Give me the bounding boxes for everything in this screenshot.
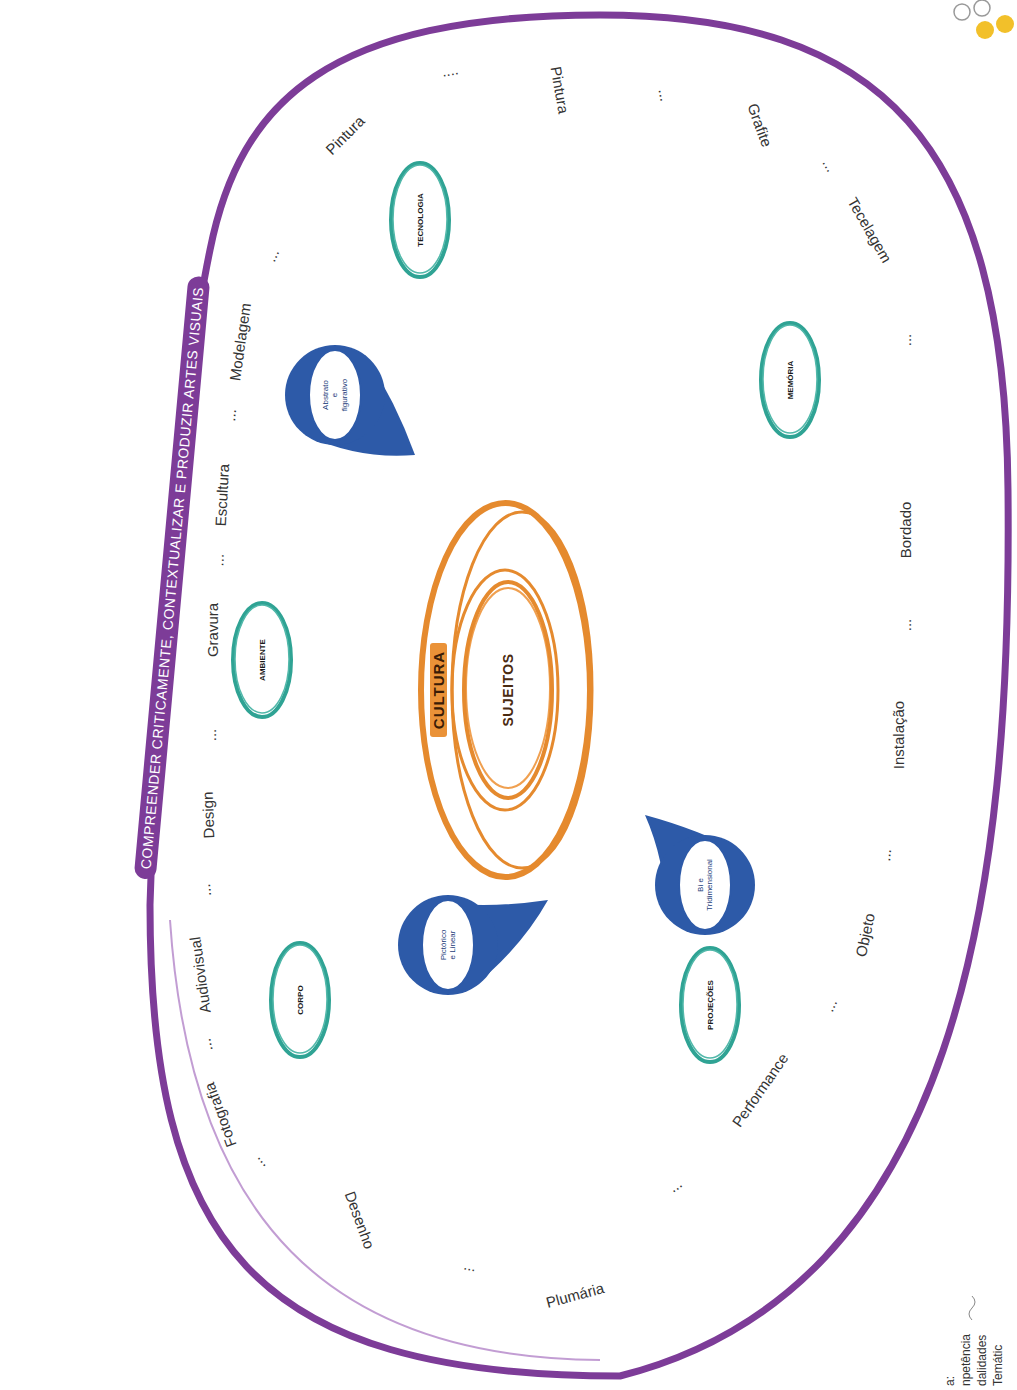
teal-ellipse [761,323,819,437]
concept-bubble: Bi e Tridimensional [678,839,732,931]
teal-scribble [235,605,289,713]
decor-dot [976,21,994,39]
theme-circle: CORPO [269,941,331,1059]
art-form-label: Audiovisual [186,936,214,1014]
art-form-label: Design [199,791,218,838]
subjects-ring: SUJEITOS [462,580,554,800]
teal-scribble [273,945,327,1053]
legend-fragment: dalidades [975,1335,989,1386]
theme-circle: PROJEÇÕES [679,946,741,1064]
art-form-label: Desenho [342,1189,379,1251]
blue-ellipse [679,840,731,930]
art-form-label: Instalação [890,701,907,769]
cultura-text: CULTURA [430,643,447,737]
separator-dots: .... [440,60,459,80]
art-form-label: Objeto [852,912,878,959]
separator-dots: ... [196,1037,215,1053]
teal-scribble [393,165,447,273]
separator-dots: ... [247,1155,268,1176]
teal-scribble [683,950,737,1058]
decor-dot [974,0,990,16]
separator-dots: ... [897,619,914,632]
separator-dots: ... [262,246,283,265]
teal-ellipse [271,943,329,1057]
theme-circle: MEMÓRIA [759,321,821,439]
decor-dot [996,15,1014,33]
teardrop-body [655,835,755,935]
separator-dots: ... [876,848,894,862]
art-form-label: Escultura [212,463,232,526]
pen-mark [969,1296,975,1320]
legend-fragment: npetência [959,1334,973,1386]
legend-fragment: Temátic [991,1345,1005,1386]
art-form-label: Tecelagem [845,194,896,265]
teal-text: AMBIENTE [258,639,267,681]
art-form-label: Fotografia [200,1080,239,1149]
spiral-ring [466,588,550,788]
separator-dots: ... [221,408,239,422]
teal-text: MEMÓRIA [786,361,795,400]
teal-scribble [763,325,817,433]
separator-dots: ... [656,87,675,102]
blue-ellipse [422,900,474,990]
outer-ellipse [150,15,1008,1376]
culture-ring: CULTURA SUJEITOS [418,500,593,880]
separator-dots: ... [462,1256,477,1275]
separator-dots: ... [897,334,914,347]
blue-text: Pictórico e Linear [439,930,457,961]
concept-bubble: Abstrato e figurativo [308,349,362,441]
sujeitos-text: SUJEITOS [500,654,516,727]
art-form-label: Bordado [897,502,914,559]
separator-dots: ... [665,1174,685,1195]
teal-text: PROJEÇÕES [706,980,715,1030]
art-form-label: Performance [728,1050,791,1130]
art-form-label: Grafite [744,101,775,149]
decor-dot [954,4,970,20]
art-form-label: Gravura [204,603,221,657]
separator-dots: ... [820,155,841,174]
concept-bubble: Pictórico e Linear [421,899,475,991]
blue-ellipse [309,350,361,440]
teal-text: CORPO [296,985,305,1014]
theme-circle: AMBIENTE [231,601,293,719]
blue-text: Abstrato e figurativo [321,379,349,411]
separator-dots: ... [196,883,214,897]
separator-dots: ... [202,729,219,742]
art-form-label: Pintura [548,65,573,115]
sujeitos-ellipse [464,582,552,798]
teal-ellipse [681,948,739,1062]
art-form-label: Plumária [544,1279,606,1311]
teal-text: TECNOLOGIA [416,193,425,246]
teardrop-body [398,895,498,995]
art-form-label: Pintura [322,112,368,158]
teal-ellipse [391,163,449,277]
separator-dots: ... [820,996,841,1015]
theme-circle: TECNOLOGIA [389,161,451,279]
brush-stroke [170,920,600,1360]
legend-fragment: a: [943,1376,957,1386]
teardrop-body [285,345,385,445]
cultura-ellipse [421,503,590,877]
spiral-ring [452,570,558,810]
separator-dots: ... [209,553,226,566]
teal-ellipse [233,603,291,717]
blue-text: Bi e Tridimensional [696,859,714,911]
title-band: COMPREENDER CRITICAMENTE, CONTEXTUALIZAR… [134,276,211,880]
art-form-label: Modelagem [226,302,254,382]
